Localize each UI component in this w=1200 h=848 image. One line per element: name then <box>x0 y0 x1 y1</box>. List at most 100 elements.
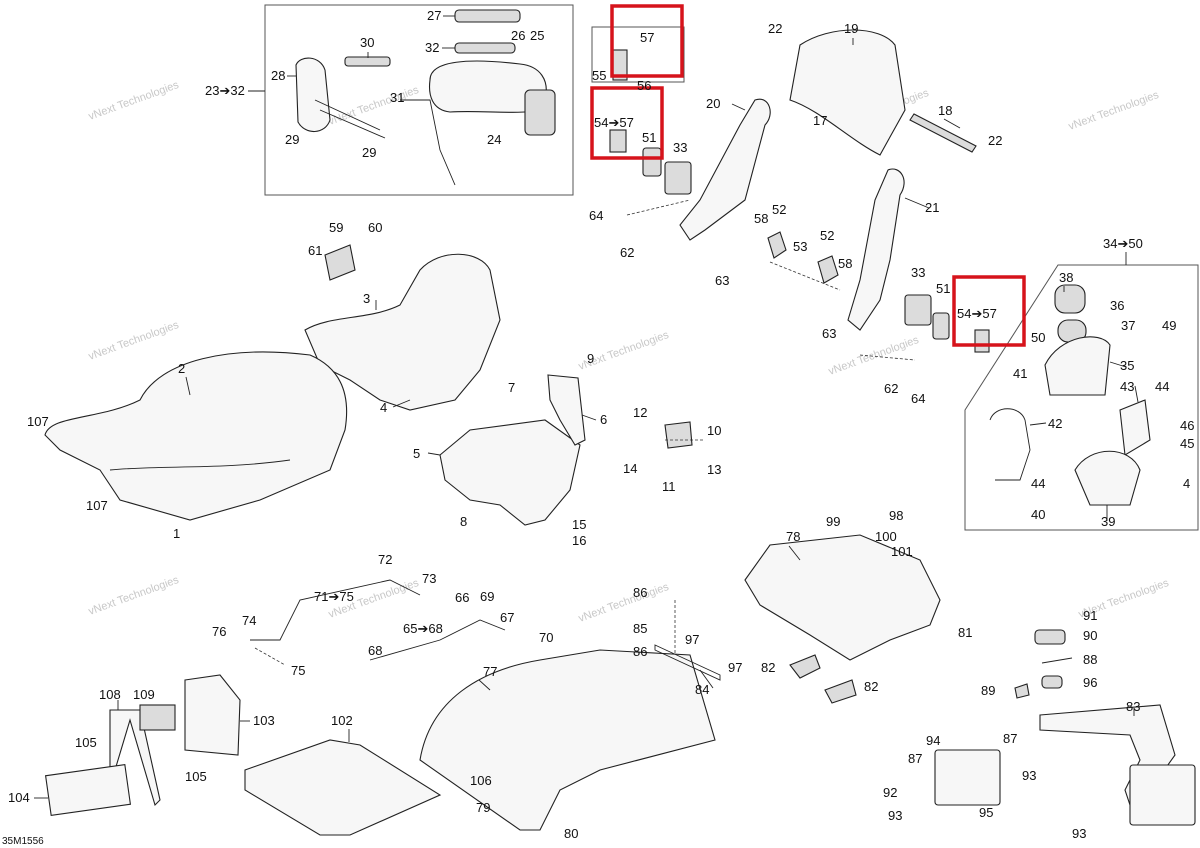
label: 89 <box>981 683 995 698</box>
watermark: vNext Technologies <box>327 84 421 128</box>
label: 58 <box>754 211 768 226</box>
label: 62 <box>620 245 634 260</box>
label: 42 <box>1048 416 1062 431</box>
label: 104 <box>8 790 30 805</box>
label: 17 <box>813 113 827 128</box>
label: 93 <box>1022 768 1036 783</box>
label: 97 <box>728 660 742 675</box>
group-frames <box>248 4 1199 531</box>
label: 4 <box>380 400 387 415</box>
label: 93 <box>888 808 902 823</box>
label: 63 <box>715 273 729 288</box>
seat-2 <box>44 351 348 521</box>
label: 97 <box>685 632 699 647</box>
part-42 <box>989 408 1031 481</box>
backrest-28 <box>295 57 331 133</box>
storage-box-77 <box>419 649 716 831</box>
callout-labels: 27 30 32 26 25 28 23➔32 31 29 29 24 57 5… <box>8 8 1194 841</box>
plate-52b <box>817 255 839 284</box>
label: 101 <box>891 544 913 559</box>
label: 106 <box>470 773 492 788</box>
label: 37 <box>1121 318 1135 333</box>
watermark: vNext Technologies <box>827 334 921 378</box>
label: 1 <box>173 526 180 541</box>
label: 11 <box>662 479 676 494</box>
label: 109 <box>133 687 155 702</box>
label: 76 <box>212 624 226 639</box>
label: 44 <box>1031 476 1045 491</box>
part-89 <box>1014 683 1030 699</box>
label: 64 <box>911 391 925 406</box>
label: 40 <box>1031 507 1045 522</box>
label: 51 <box>642 130 656 145</box>
label: 20 <box>706 96 720 111</box>
backrest-19 <box>789 29 906 156</box>
tray-78 <box>744 534 941 661</box>
part-96 <box>1041 675 1063 689</box>
label: 52 <box>820 228 834 243</box>
label: 56 <box>637 78 651 93</box>
label: 25 <box>530 28 544 43</box>
label: 22 <box>768 21 782 36</box>
label: 102 <box>331 713 353 728</box>
label: 2 <box>178 361 185 376</box>
part-33b <box>904 294 932 326</box>
label: 9 <box>587 351 594 366</box>
highlight-54-57-upper <box>590 86 664 160</box>
label: 46 <box>1180 418 1194 433</box>
label: 92 <box>883 785 897 800</box>
label: 70 <box>539 630 553 645</box>
shell-39 <box>1074 450 1141 506</box>
label: 10 <box>707 423 721 438</box>
label: 67 <box>500 610 514 625</box>
lid-103 <box>184 674 241 756</box>
part-51b <box>932 312 950 340</box>
highlight-boxes <box>590 4 1026 347</box>
label: 16 <box>572 533 586 548</box>
label: 103 <box>253 713 275 728</box>
label: 24 <box>487 132 501 147</box>
label: 58 <box>838 256 852 271</box>
label: 36 <box>1110 298 1124 313</box>
watermark: vNext Technologies <box>87 574 181 618</box>
label: 59 <box>329 220 343 235</box>
label: 57 <box>640 30 654 45</box>
label: 26 <box>511 28 525 43</box>
label: 15 <box>572 517 586 532</box>
bracket-21 <box>847 168 905 331</box>
diagram-code: 35M1556 <box>2 836 44 847</box>
label: 23➔32 <box>205 83 245 98</box>
part-90 <box>1034 629 1066 645</box>
label: 93 <box>1072 826 1086 841</box>
part-38 <box>1054 284 1086 314</box>
part-82b <box>824 679 857 704</box>
label: 61 <box>308 243 322 258</box>
label: 63 <box>822 326 836 341</box>
label: 105 <box>75 735 97 750</box>
detail-frame-backrest-kit <box>264 4 574 196</box>
label: 53 <box>793 239 807 254</box>
label: 65➔68 <box>403 621 443 636</box>
part-43 <box>1119 399 1151 456</box>
bar-18 <box>909 113 977 153</box>
grip-block <box>524 89 556 136</box>
mat-102 <box>244 739 442 836</box>
label: 68 <box>368 643 382 658</box>
label: 88 <box>1083 652 1097 667</box>
label: 5 <box>413 446 420 461</box>
label: 99 <box>826 514 840 529</box>
label: 44 <box>1155 379 1169 394</box>
watermark: vNext Technologies <box>577 581 671 625</box>
label: 55 <box>592 68 606 83</box>
label: 35 <box>1120 358 1134 373</box>
detail-frame-passenger-kit <box>591 26 685 83</box>
plate-92 <box>934 749 1001 806</box>
label: 49 <box>1162 318 1176 333</box>
label: 62 <box>884 381 898 396</box>
label: 73 <box>422 571 436 586</box>
detail-frame-trunk-kit <box>964 264 1199 531</box>
label: 87 <box>1003 731 1017 746</box>
label: 90 <box>1083 628 1097 643</box>
bracket-6 <box>547 374 586 446</box>
